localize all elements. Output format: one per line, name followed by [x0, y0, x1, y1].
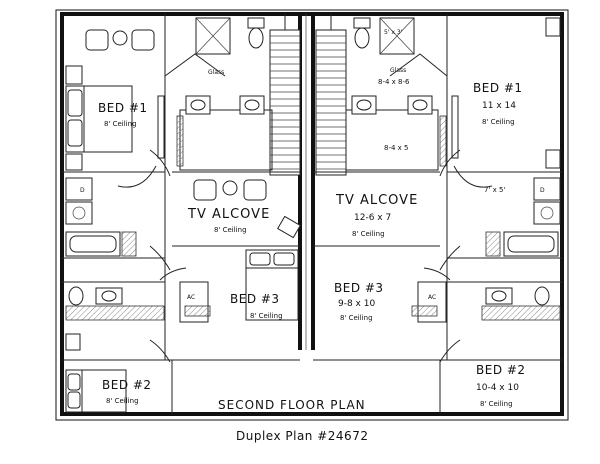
left-dryer-label: D — [80, 187, 85, 194]
right-tv-name: TV ALCOVE — [335, 193, 418, 208]
right-bed3-ceiling: 8' Ceiling — [340, 314, 373, 322]
desk-icon — [277, 215, 301, 239]
right-bed2-ceiling: 8' Ceiling — [480, 400, 513, 408]
right-bed2-size: 10-4 x 10 — [476, 383, 519, 393]
toilet-icon — [534, 286, 550, 306]
left-hall-bath — [65, 231, 137, 306]
left-bed1: BED #1 8' Ceiling — [65, 29, 165, 171]
left-bed3-ceiling: 8' Ceiling — [250, 312, 283, 320]
left-tv-name: TV ALCOVE — [187, 207, 270, 222]
right-dryer-label: D — [540, 187, 545, 194]
left-bed1-name: BED #1 — [98, 101, 148, 115]
right-tv-ceiling: 8' Ceiling — [352, 230, 385, 238]
bed-icon — [65, 333, 127, 413]
plan-title: SECOND FLOOR PLAN — [218, 398, 366, 412]
right-bed1: BED #1 11 x 14 8' Ceiling — [451, 17, 561, 169]
left-bed2-ceiling: 8' Ceiling — [106, 397, 139, 405]
right-bed3: AC BED #3 9-8 x 10 8' Ceiling — [334, 281, 436, 322]
left-ac-label: AC — [187, 294, 195, 301]
title-block: SECOND FLOOR PLAN Duplex Plan #24672 — [218, 398, 368, 443]
left-tv-ceiling: 8' Ceiling — [214, 226, 247, 234]
left-tv-alcove: TV ALCOVE 8' Ceiling — [187, 179, 301, 239]
right-bed1-name: BED #1 — [473, 81, 523, 95]
right-bath-size: 8-4 x 8-6 — [378, 78, 410, 86]
left-bed3-name: BED #3 — [230, 292, 280, 306]
left-bed3: AC BED #3 8' Ceiling — [187, 249, 299, 321]
stairwell — [269, 14, 347, 350]
chair-icon — [85, 29, 155, 51]
right-bed1-size: 11 x 14 — [482, 101, 516, 111]
sink-icon — [185, 95, 265, 115]
sink-icon — [485, 287, 513, 305]
bed-icon — [545, 17, 561, 169]
chair-icon — [193, 179, 267, 201]
left-bed1-ceiling: 8' Ceiling — [104, 120, 137, 128]
left-master-bath: Glass — [164, 17, 265, 115]
plan-subtitle: Duplex Plan #24672 — [236, 429, 368, 443]
toilet-icon — [68, 286, 84, 306]
right-bed2-name: BED #2 — [476, 363, 526, 377]
toilet-icon — [353, 17, 371, 49]
left-bed2: BED #2 8' Ceiling — [65, 333, 152, 413]
left-glass-label: Glass — [208, 69, 224, 76]
bed-icon — [65, 65, 133, 171]
counters — [65, 305, 561, 321]
toilet-icon — [247, 17, 265, 49]
right-closet-size: 8-4 x 5 — [384, 144, 408, 152]
left-bed2-name: BED #2 — [102, 378, 152, 392]
right-ac-label: AC — [428, 294, 436, 301]
right-bed1-ceiling: 8' Ceiling — [482, 118, 515, 126]
right-laundry: 7' x 5' D — [484, 177, 561, 225]
stair-icon — [269, 14, 347, 176]
right-master-bath: 5' x 3' Glass 8-4 x 8-6 8-4 x 5 — [351, 17, 448, 152]
door-swing-icon — [117, 149, 493, 363]
bed-icon — [245, 249, 299, 321]
right-shower-size: 5' x 3' — [384, 29, 403, 36]
bottom-area — [171, 360, 441, 414]
sink-icon — [351, 95, 433, 115]
left-laundry: D — [65, 177, 93, 225]
right-tv-alcove: TV ALCOVE 12-6 x 7 8' Ceiling — [335, 193, 418, 238]
bathtub-icon — [503, 231, 559, 257]
bathtub-icon — [65, 231, 121, 257]
right-laundry-size: 7' x 5' — [484, 186, 505, 194]
right-bed2: BED #2 10-4 x 10 8' Ceiling — [476, 363, 526, 408]
right-hall-bath — [485, 231, 559, 306]
sink-icon — [95, 287, 123, 305]
right-bed3-name: BED #3 — [334, 281, 384, 295]
right-tv-size: 12-6 x 7 — [354, 213, 391, 223]
right-bed3-size: 9-8 x 10 — [338, 299, 375, 309]
